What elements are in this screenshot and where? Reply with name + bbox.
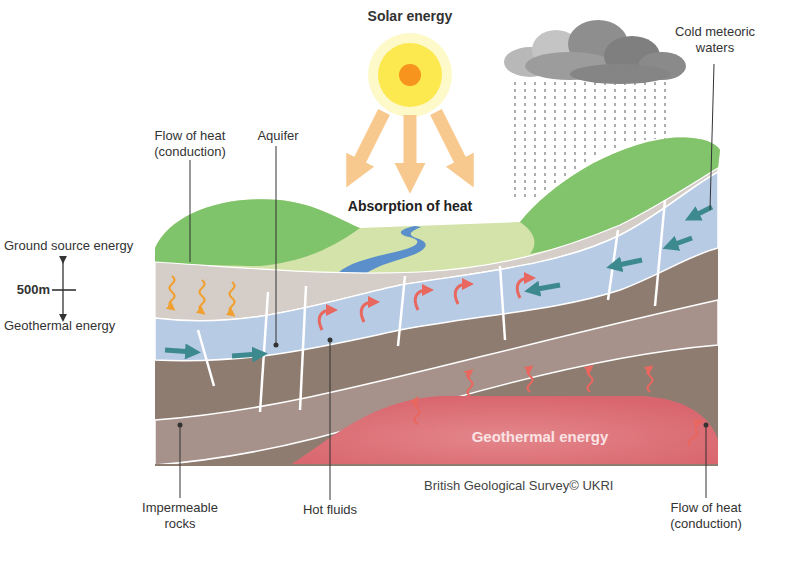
leader-dot [328, 338, 333, 343]
depth-arrow [62, 260, 63, 318]
leader-dot [274, 343, 279, 348]
leader-line [190, 160, 191, 262]
callout-label: Cold meteoric waters [655, 24, 775, 55]
heat-arrow [648, 368, 653, 392]
zone-label: Geothermal energy [450, 428, 630, 446]
heat-arrow [200, 280, 205, 312]
sun-ray [404, 115, 417, 172]
heat-arrow [588, 368, 593, 392]
hot-fluid-arrow [455, 284, 468, 304]
surface-label: Absorption of heat [340, 198, 480, 215]
leader-line [330, 340, 331, 500]
sun-core [399, 64, 421, 86]
ground-heat [170, 276, 235, 314]
sun-ray [356, 112, 384, 168]
heading-label: Solar energy [350, 8, 470, 25]
sun-glow [368, 33, 452, 117]
sun [378, 43, 442, 107]
faults [198, 200, 665, 412]
leader-line [710, 64, 714, 210]
leader-dots [178, 338, 709, 428]
fault-line [500, 266, 505, 340]
depth-tick [52, 289, 76, 291]
leaders [180, 64, 714, 500]
hot-fluid-arrow [517, 278, 530, 298]
heat-arrow [170, 276, 175, 308]
callout-label: Aquifer [248, 128, 308, 144]
flow-arrow [670, 238, 692, 246]
hot-fluid-arrow [361, 302, 374, 322]
heat-arrow [689, 422, 699, 446]
fault-line [300, 286, 306, 410]
leader-line [706, 425, 707, 498]
geothermal-zone [290, 396, 718, 465]
water-flow [165, 207, 712, 356]
fault-line [398, 276, 405, 346]
heat-arrow [528, 368, 533, 392]
hot-fluid-arrows [319, 278, 530, 330]
flow-arrow [232, 354, 260, 356]
flow-arrow [692, 207, 712, 217]
callout-label: Flow of heat (conduction) [660, 500, 752, 531]
cloud-puff [570, 64, 670, 84]
flow-arrow [532, 285, 560, 290]
fault-line [260, 292, 268, 412]
callout-label: Impermeable rocks [135, 500, 225, 531]
heat-conduction [414, 368, 699, 446]
leader-line [180, 425, 181, 498]
callout-label: Flow of heat (conduction) [145, 128, 235, 159]
watermark: British Geological Survey© UKRI [424, 478, 664, 494]
callout-label: Hot fluids [290, 502, 370, 518]
left-hill [155, 199, 360, 266]
leader-dot [178, 423, 183, 428]
leader-line [276, 146, 277, 345]
heat-arrow [414, 400, 419, 424]
aquifer-layer [155, 172, 718, 361]
flow-arrow [614, 260, 642, 266]
hot-fluid-arrow [319, 310, 332, 330]
hot-fluid-arrow [415, 290, 428, 310]
dimension-label: 500m [10, 282, 50, 298]
river [338, 226, 426, 275]
zone-label: Ground source energy [4, 238, 154, 254]
cloud [504, 20, 686, 84]
zone-label: Geothermal energy [4, 318, 154, 334]
block-base [155, 464, 718, 466]
leader-dot [704, 423, 709, 428]
heat-arrow [230, 282, 235, 314]
heat-arrow [468, 372, 473, 396]
fault-line [198, 330, 214, 386]
flow-arrow [165, 350, 193, 352]
sun-ray [436, 112, 464, 168]
fault-line [655, 200, 665, 306]
